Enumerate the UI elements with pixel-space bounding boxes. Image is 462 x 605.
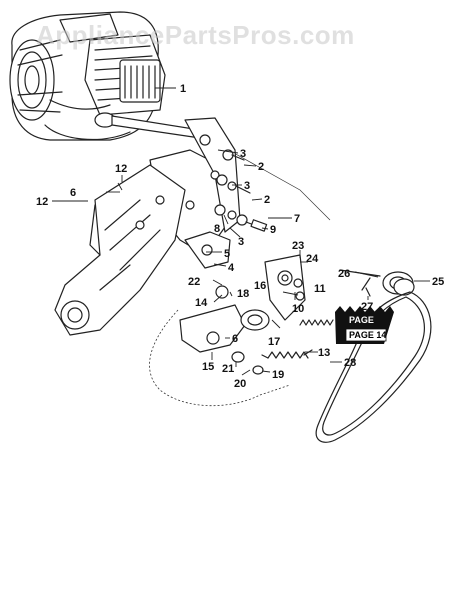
upper-hardware [214, 149, 268, 232]
callout-5: 5 [224, 248, 230, 260]
callout-labels: 1 2 2 3 3 3 4 5 6 6 7 8 9 10 11 12 12 13… [36, 83, 444, 390]
callout-23: 23 [292, 240, 304, 252]
callout-3c: 3 [238, 236, 244, 248]
callout-20: 20 [234, 378, 246, 390]
callout-6b: 6 [232, 333, 238, 345]
callout-6a: 6 [70, 187, 76, 199]
pto-pulley-and-belt [315, 269, 432, 443]
callout-18: 18 [237, 288, 249, 300]
callout-15: 15 [202, 361, 214, 373]
callout-27: 27 [361, 301, 373, 313]
callout-17: 17 [268, 336, 280, 348]
callout-22: 22 [188, 276, 200, 288]
callout-21: 21 [222, 363, 234, 375]
callout-4: 4 [228, 262, 235, 274]
callout-2a: 2 [258, 161, 264, 173]
control-cable [149, 309, 291, 407]
callout-2b: 2 [264, 194, 270, 206]
callout-25: 25 [432, 276, 444, 288]
callout-13: 13 [318, 347, 330, 359]
engine-assembly [9, 11, 331, 221]
callout-9: 9 [270, 224, 276, 236]
deck-arm [54, 164, 186, 336]
callout-3a: 3 [240, 148, 246, 160]
callout-14: 14 [195, 297, 208, 309]
callout-10: 10 [292, 303, 304, 315]
callout-28: 28 [344, 357, 356, 369]
callout-12a: 12 [115, 163, 127, 175]
idler-assembly [179, 231, 306, 375]
callout-8: 8 [214, 223, 220, 235]
callout-3b: 3 [244, 180, 250, 192]
callout-19: 19 [272, 369, 284, 381]
page-tag-line2: PAGE 14 [349, 330, 386, 340]
site-watermark: AppliancePartsPros.com [36, 20, 355, 50]
callout-12b: 12 [36, 196, 48, 208]
page-reference-tag: PAGE PAGE 14 [335, 306, 394, 344]
callout-26: 26 [338, 268, 350, 280]
callout-24: 24 [306, 253, 319, 265]
callout-1: 1 [180, 83, 186, 95]
callout-16: 16 [254, 280, 266, 292]
callout-11: 11 [314, 283, 326, 295]
leader-lines [52, 87, 430, 376]
springs [261, 319, 334, 359]
callout-7: 7 [294, 213, 300, 225]
page-tag-line1: PAGE [349, 315, 374, 325]
